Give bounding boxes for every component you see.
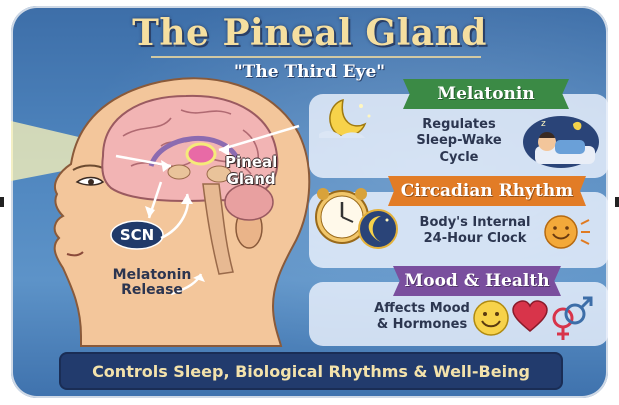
pineal-gland-label: Pineal Gland xyxy=(225,154,277,187)
melatonin-release-line1: Melatonin xyxy=(112,267,192,283)
subtitle: "The Third Eye" xyxy=(233,62,386,82)
scn-oval xyxy=(110,220,164,250)
pineal-label-line1: Pineal xyxy=(225,153,278,171)
circadian-heading: Circadian Rhythm xyxy=(388,176,586,206)
alarm-clock-icon xyxy=(315,188,369,244)
arrow-heads xyxy=(145,144,229,282)
heart-icon xyxy=(512,300,548,332)
midbrain xyxy=(206,165,232,183)
brainstem xyxy=(202,183,234,275)
circadian-text-line2: 24-Hour Clock xyxy=(423,231,527,247)
gender-symbols-icon xyxy=(552,296,593,340)
right-edge-mark xyxy=(615,197,619,207)
melatonin-release-line2: Release xyxy=(121,282,183,299)
sleeping-person-icon: z xyxy=(523,116,599,168)
page-title: The Pineal Gland xyxy=(132,12,487,54)
head-brain-illustration xyxy=(11,77,311,347)
left-edge-mark xyxy=(0,197,4,207)
circadian-text: Body's Internal 24-Hour Clock xyxy=(416,215,534,248)
mouth xyxy=(66,251,84,257)
melatonin-text-line2: Sleep-Wake Cycle xyxy=(416,133,502,165)
mood-heading: Mood & Health xyxy=(393,266,561,296)
smiling-sun-icon xyxy=(544,215,590,249)
cerebellum xyxy=(224,183,274,221)
moon-clock-icon xyxy=(358,209,398,249)
footer-banner: Controls Sleep, Biological Rhythms & Wel… xyxy=(61,354,561,388)
title-underline xyxy=(151,56,481,58)
melatonin-text: Regulates Sleep-Wake Cycle xyxy=(399,117,519,166)
mood-text-line2: & Hormones xyxy=(376,317,468,333)
mood-text: Affects Mood & Hormones xyxy=(367,301,477,334)
pupil xyxy=(88,179,94,185)
pineal-gland xyxy=(185,142,217,166)
scn-label: SCN xyxy=(119,226,155,244)
corpus-callosum xyxy=(148,136,240,167)
thalamus xyxy=(167,164,191,180)
smiley-face-icon xyxy=(473,300,509,336)
melatonin-heading: Melatonin xyxy=(403,79,569,109)
melatonin-text-line1: Regulates xyxy=(422,117,496,132)
circadian-text-line1: Body's Internal xyxy=(419,215,531,230)
mood-text-line1: Affects Mood xyxy=(374,301,470,316)
infographic-poster: The Pineal Gland "The Third Eye" xyxy=(11,6,608,398)
svg-text:z: z xyxy=(541,119,546,129)
pineal-label-line2: Gland xyxy=(226,169,276,188)
melatonin-release-label: Melatonin Release xyxy=(107,267,197,299)
moon-icon xyxy=(319,98,371,138)
arrow-melatonin-to-pineal xyxy=(218,124,300,152)
